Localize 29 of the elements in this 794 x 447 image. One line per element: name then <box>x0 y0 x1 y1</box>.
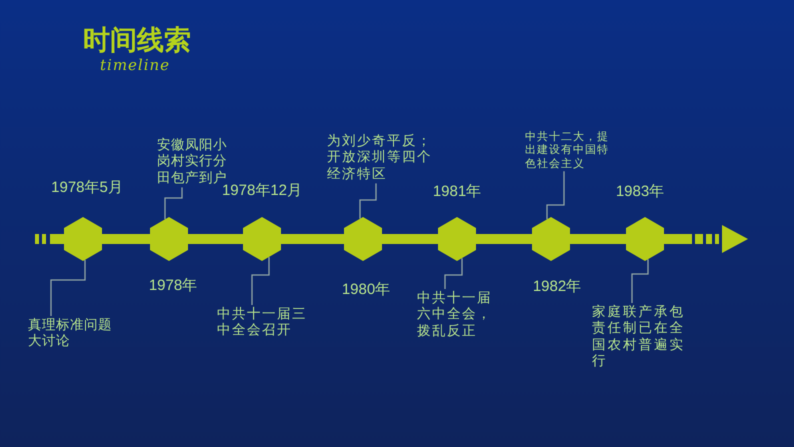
leader-line <box>251 257 270 305</box>
year-label: 1983年 <box>616 182 664 201</box>
event-text: 为刘少奇平反；开放深圳等四个经济特区 <box>327 133 437 182</box>
title: 时间线索 <box>83 24 191 58</box>
leader-line <box>631 259 649 303</box>
hexagon-marker <box>150 217 188 261</box>
subtitle: timeline <box>100 56 170 74</box>
hexagon-marker <box>243 217 281 261</box>
event-text: 真理标准问题大讨论 <box>28 317 117 350</box>
year-label: 1982年 <box>532 277 582 296</box>
leader-line <box>444 258 463 289</box>
leader-line <box>359 183 377 219</box>
event-text: 中共十一届六中全会，拨乱反正 <box>417 290 498 340</box>
hexagon-marker <box>438 217 476 261</box>
hexagon-marker <box>532 217 570 261</box>
leader-line <box>546 171 565 220</box>
leader-line <box>164 187 183 220</box>
year-label: 1980年 <box>342 280 390 299</box>
event-text: 中共十一届三中全会召开 <box>217 306 312 339</box>
year-label: 1978年 <box>148 276 198 295</box>
event-text: 家庭联产承包责任制已在全国农村普遍实行 <box>592 304 690 370</box>
year-label: 1978年12月 <box>222 182 302 200</box>
leader-line <box>50 260 86 316</box>
hexagon-marker <box>626 217 664 261</box>
event-text: 中共十二大，提出建设有中国特色社会主义 <box>525 130 609 170</box>
hexagon-marker <box>344 217 382 261</box>
hexagon-marker <box>64 217 102 261</box>
year-label: 1978年5月 <box>51 178 123 197</box>
year-label: 1981年 <box>432 182 482 201</box>
